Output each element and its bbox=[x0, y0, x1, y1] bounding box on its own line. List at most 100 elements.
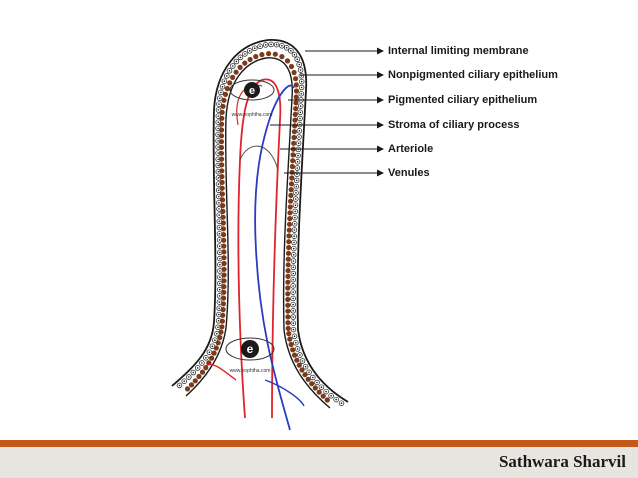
cell-nucleus bbox=[217, 320, 220, 322]
pigmented-cell bbox=[219, 121, 225, 127]
pigmented-cell bbox=[285, 273, 291, 279]
pigmented-cell bbox=[287, 204, 293, 210]
cell-nucleus bbox=[294, 204, 297, 206]
cell-nucleus bbox=[298, 130, 301, 132]
cell-nucleus bbox=[316, 381, 318, 384]
pigmented-cell bbox=[266, 51, 272, 57]
cell-nucleus bbox=[296, 348, 299, 350]
pigmented-cell bbox=[219, 115, 225, 121]
pigmented-cell bbox=[213, 345, 219, 351]
cell-nucleus bbox=[293, 247, 295, 250]
pigmented-cell bbox=[299, 367, 305, 373]
cell-nucleus bbox=[218, 301, 221, 303]
pigmented-cell bbox=[220, 103, 226, 109]
cell-nucleus bbox=[295, 192, 297, 194]
pigmented-cell bbox=[253, 54, 259, 60]
venule-vessel bbox=[254, 84, 295, 431]
pigmented-cell bbox=[218, 329, 224, 335]
watermark-top: e www.eophtha.com bbox=[229, 79, 275, 118]
pigmented-cell bbox=[272, 51, 278, 57]
pigmented-cell bbox=[293, 82, 299, 88]
ciliary-process-diagram: e www.eophtha.com e www.eophtha.com bbox=[171, 39, 384, 431]
pigmented-cell bbox=[288, 192, 294, 198]
cell-nucleus bbox=[223, 80, 226, 82]
pigmented-cell bbox=[285, 314, 291, 320]
cell-nucleus bbox=[298, 136, 300, 138]
pigmented-cell bbox=[294, 357, 300, 363]
cell-nucleus bbox=[299, 111, 302, 114]
cell-nucleus bbox=[217, 183, 220, 185]
pigmented-cell bbox=[220, 226, 226, 232]
pigmented-cell bbox=[285, 250, 292, 256]
watermark-text-top: www.eophtha.com bbox=[232, 112, 273, 118]
pigmented-cell bbox=[286, 244, 292, 251]
pigmented-cell bbox=[286, 233, 292, 239]
pigmented-cell bbox=[221, 266, 227, 272]
pigmented-cell bbox=[230, 74, 236, 80]
arteriole-vessel bbox=[237, 78, 282, 419]
label-pigmented-ciliary-epithelium: Pigmented ciliary epithelium bbox=[388, 94, 538, 106]
cell-nucleus bbox=[219, 270, 221, 272]
pigmented-cell bbox=[285, 256, 291, 262]
cell-nucleus bbox=[219, 251, 221, 254]
cell-nucleus bbox=[340, 402, 343, 405]
pigmented-cell bbox=[209, 355, 215, 361]
pigmented-cell bbox=[288, 63, 295, 70]
cell-nucleus bbox=[216, 333, 218, 335]
pigmented-cell bbox=[286, 221, 293, 227]
cell-nucleus bbox=[219, 288, 221, 291]
pigmented-cell bbox=[219, 179, 225, 185]
cell-nucleus bbox=[300, 86, 303, 89]
pigmented-cell bbox=[288, 198, 294, 204]
cell-nucleus bbox=[218, 295, 221, 297]
cell-nucleus bbox=[218, 214, 220, 216]
pigmented-cell bbox=[219, 191, 225, 197]
pigmented-cell bbox=[220, 301, 226, 307]
pigmented-cell bbox=[287, 210, 293, 216]
pigmented-cell bbox=[288, 341, 294, 348]
cell-nucleus bbox=[292, 303, 294, 306]
cell-nucleus bbox=[217, 109, 220, 111]
label-stroma-of-ciliary-process: Stroma of ciliary process bbox=[388, 119, 520, 131]
cell-nucleus bbox=[218, 239, 221, 241]
pigmented-cell bbox=[291, 140, 297, 146]
pigmented-cell bbox=[290, 347, 296, 353]
pigmented-cell bbox=[285, 285, 291, 291]
pigmented-cell bbox=[285, 296, 291, 303]
pigmented-cell bbox=[227, 80, 233, 86]
cell-nucleus bbox=[239, 56, 242, 59]
pigmented-cell bbox=[296, 362, 302, 368]
pigmented-cell bbox=[324, 397, 330, 403]
pigmented-cell bbox=[188, 382, 195, 388]
cell-nucleus bbox=[217, 115, 220, 117]
cell-nucleus bbox=[188, 376, 190, 378]
pigmented-cell bbox=[309, 381, 315, 387]
pigmented-cell bbox=[289, 169, 295, 175]
pigmented-cell bbox=[289, 163, 295, 170]
cell-nucleus bbox=[218, 103, 220, 105]
cell-nucleus bbox=[292, 322, 295, 325]
pigmented-cell bbox=[287, 216, 293, 222]
cell-nucleus bbox=[218, 208, 220, 210]
cell-nucleus bbox=[292, 291, 294, 293]
cell-nucleus bbox=[320, 386, 323, 389]
cell-nucleus bbox=[248, 50, 251, 52]
cell-nucleus bbox=[290, 50, 292, 52]
pigmented-cell bbox=[220, 307, 226, 313]
pigmented-cell bbox=[292, 352, 298, 358]
pigmented-cell bbox=[211, 350, 217, 356]
cell-nucleus bbox=[219, 97, 221, 99]
cell-nucleus bbox=[244, 53, 246, 55]
pigmented-cell bbox=[292, 117, 298, 123]
cell-nucleus bbox=[183, 380, 185, 383]
pigmented-cell bbox=[288, 187, 294, 193]
pigmented-cell bbox=[286, 227, 292, 233]
arteriole-branch bbox=[236, 84, 263, 126]
inner-stroma-outline bbox=[185, 57, 331, 409]
cell-nucleus bbox=[254, 47, 256, 49]
label-venules: Venules bbox=[388, 167, 430, 179]
pigmented-cell bbox=[291, 69, 297, 76]
cell-nucleus bbox=[308, 371, 310, 374]
pigmented-cell bbox=[203, 365, 209, 371]
cell-nucleus bbox=[217, 146, 219, 148]
